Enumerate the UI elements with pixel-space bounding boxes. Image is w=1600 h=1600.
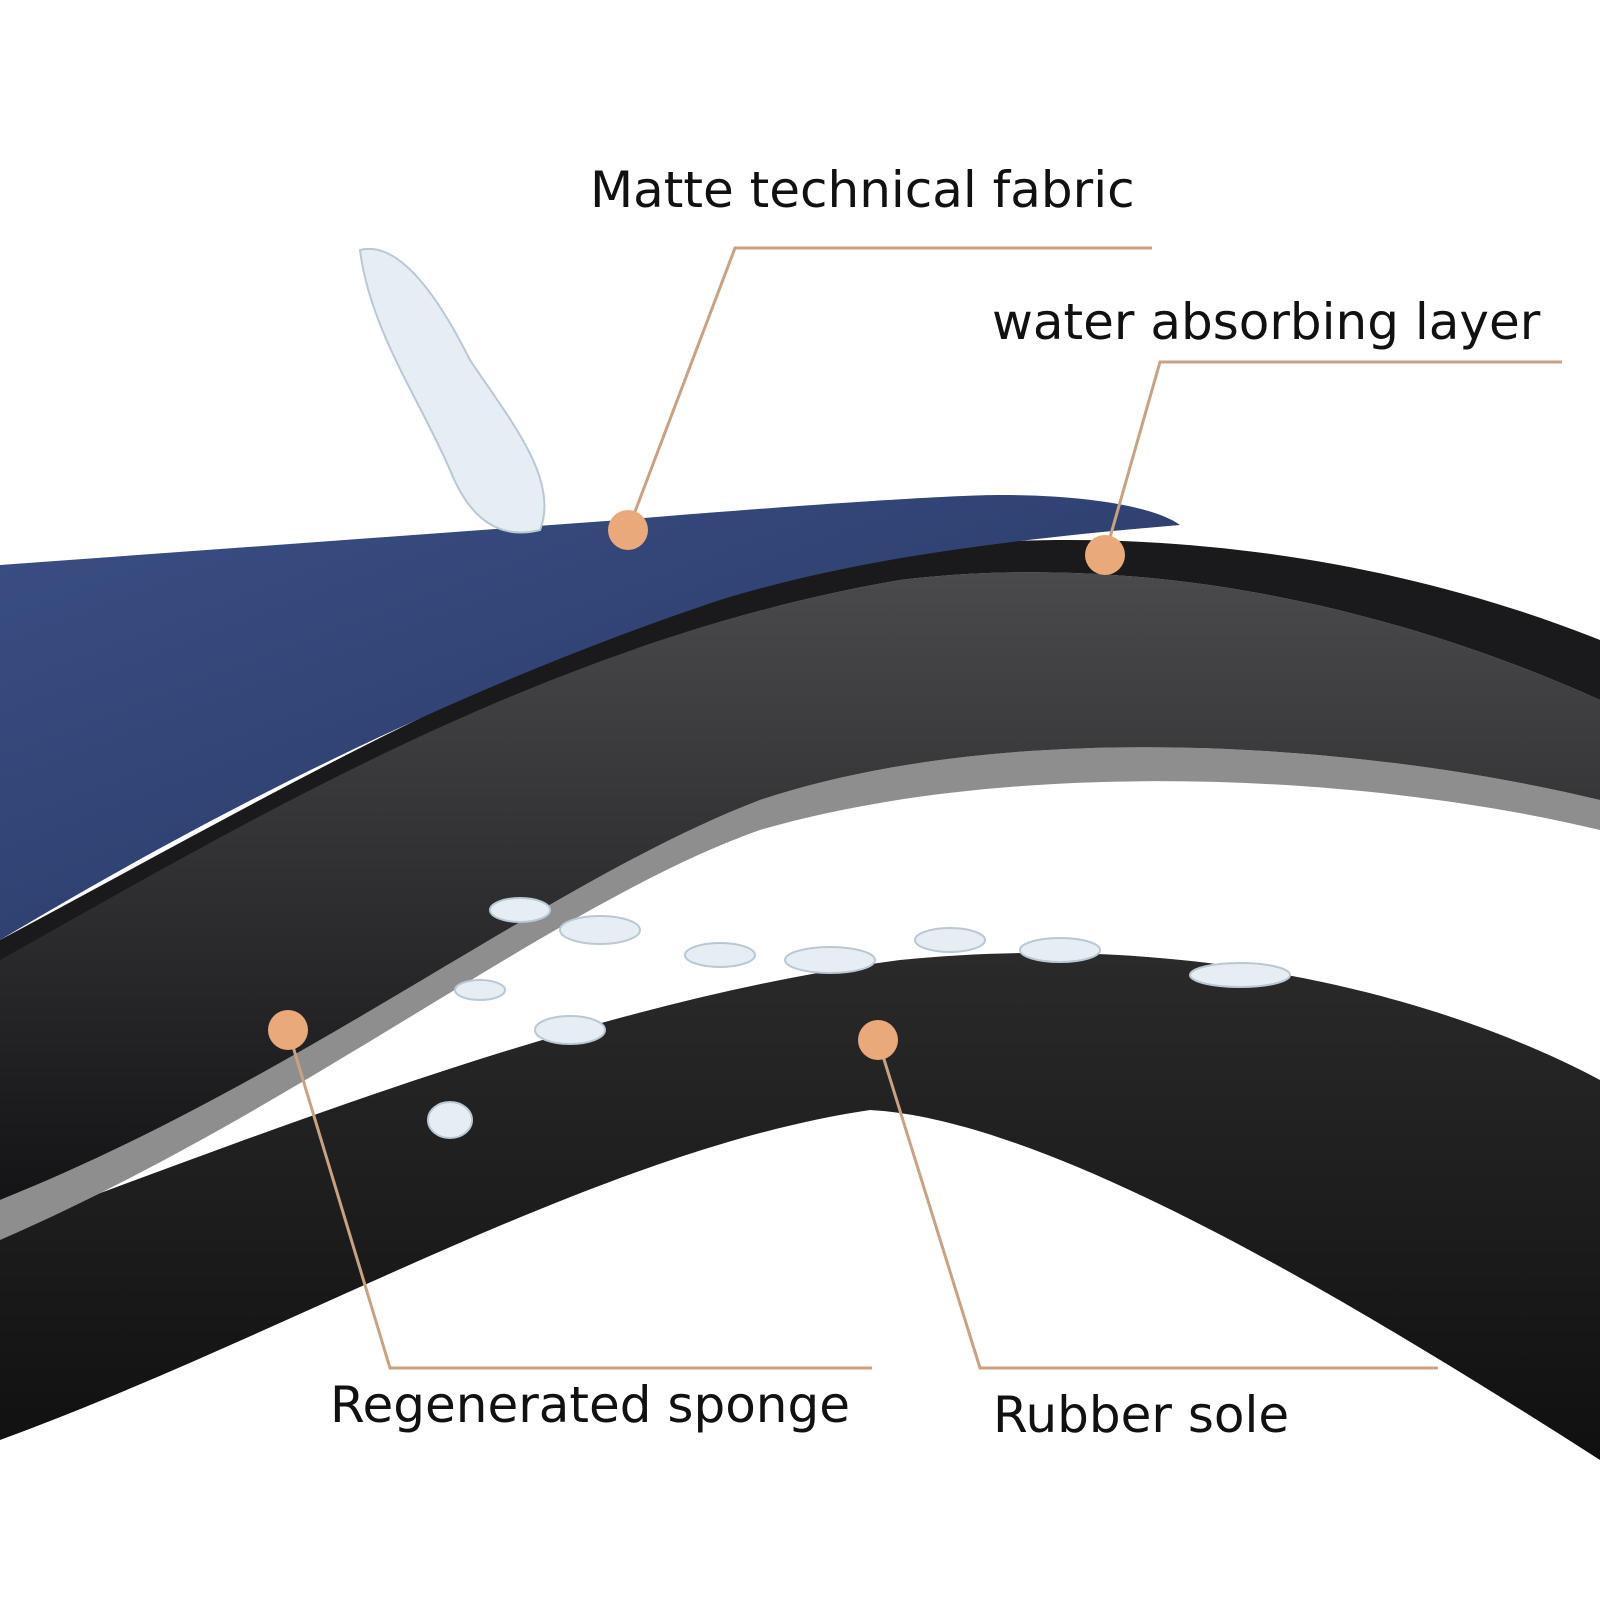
rubber-sole-layer bbox=[0, 952, 1600, 1460]
water-splash-icon bbox=[358, 247, 1291, 1139]
label-fabric: Matte technical fabric bbox=[590, 161, 1135, 219]
water-absorbing-layer bbox=[0, 572, 1600, 1200]
label-sponge: Regenerated sponge bbox=[330, 1376, 850, 1434]
callout-dots bbox=[268, 510, 1125, 1060]
leader-lines bbox=[286, 246, 1562, 1370]
label-water-absorbing: water absorbing layer bbox=[992, 293, 1541, 351]
sponge-layer bbox=[0, 747, 1600, 1240]
label-rubber-sole: Rubber sole bbox=[993, 1386, 1290, 1444]
fabric-layer bbox=[0, 495, 1180, 940]
